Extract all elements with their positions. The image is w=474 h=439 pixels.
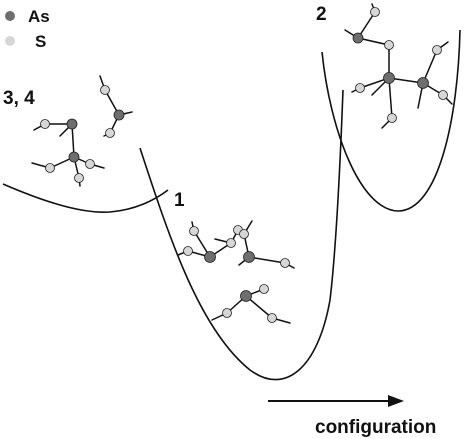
s-atom <box>438 90 448 100</box>
s-atom <box>189 226 199 236</box>
as-atom <box>68 151 80 163</box>
s-atom <box>432 45 442 55</box>
as-atom <box>352 32 364 44</box>
s-atom <box>85 159 95 169</box>
energy-curves <box>2 29 461 381</box>
configuration-axis: configuration <box>268 395 436 438</box>
well-2-curve <box>321 29 461 212</box>
as-atom <box>240 290 252 302</box>
s-atom <box>222 308 232 318</box>
as-atom <box>204 251 216 263</box>
s-atom <box>226 238 236 248</box>
s-atom <box>370 7 380 17</box>
legend-s-label: S <box>35 32 46 51</box>
s-atom <box>355 83 365 93</box>
state-label-3-4: 3, 4 <box>3 88 35 109</box>
atom-markers <box>40 7 448 323</box>
s-atom <box>384 40 394 50</box>
s-atom <box>100 85 110 95</box>
as-atom <box>383 72 395 84</box>
s-atom <box>45 163 55 173</box>
as-atom <box>417 77 429 89</box>
well-3-4-curve <box>2 183 169 213</box>
legend-as-label: As <box>28 7 50 26</box>
well-1-curve <box>139 89 344 381</box>
s-atom <box>74 173 84 183</box>
s-atom <box>40 119 50 129</box>
s-atom <box>387 113 397 123</box>
axis-label: configuration <box>315 417 436 438</box>
state-label-2: 2 <box>316 4 327 25</box>
axis-arrow-head <box>388 395 404 407</box>
legend-as-marker <box>5 11 15 21</box>
as-atom <box>66 118 78 130</box>
as-atom <box>243 251 255 263</box>
s-atom <box>267 313 277 323</box>
s-atom <box>259 284 269 294</box>
s-atom <box>239 229 249 239</box>
as-atom <box>113 109 125 121</box>
bond-lines <box>31 3 453 324</box>
legend-s-marker <box>5 36 15 46</box>
state-label-1: 1 <box>174 190 185 211</box>
s-atom <box>105 128 115 138</box>
legend: As S <box>5 7 50 51</box>
s-atom <box>183 246 193 256</box>
s-atom <box>280 258 290 268</box>
